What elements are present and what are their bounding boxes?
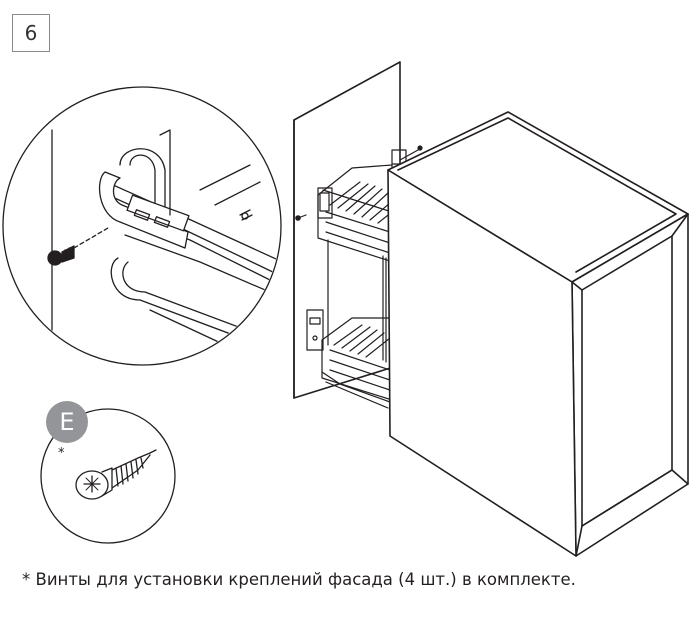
part-zoom <box>40 408 176 544</box>
part-asterisk: * <box>58 446 65 461</box>
detail-screw-icon <box>47 245 75 266</box>
cabinet-illustration <box>293 61 689 557</box>
step-number: 6 <box>24 21 38 45</box>
footnote: * Винты для установки креплений фасада (… <box>22 570 576 589</box>
step-number-box: 6 <box>12 14 50 52</box>
screw-icon <box>75 449 157 500</box>
part-circle <box>40 408 176 544</box>
cabinet-door <box>387 169 577 557</box>
part-letter: E <box>59 408 75 436</box>
detail-zoom <box>2 86 282 366</box>
part-badge <box>46 401 88 443</box>
